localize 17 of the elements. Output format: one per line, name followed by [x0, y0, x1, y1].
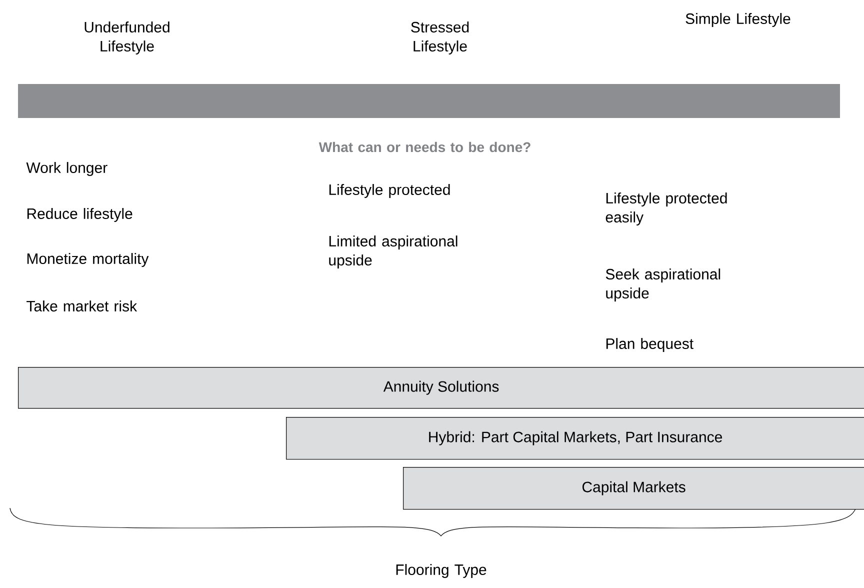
list-item: Limited aspirational upside — [329, 236, 458, 268]
column-heading: Underfunded Lifestyle — [84, 22, 170, 54]
list-item: Lifestyle protected easily — [606, 192, 727, 226]
list-item: Lifestyle protected — [329, 184, 450, 198]
question-heading: What can or needs to be done? — [318, 142, 530, 152]
column-heading: Simple Lifestyle — [686, 13, 790, 27]
bar-box: Capital Markets — [403, 467, 864, 510]
column-heading: Stressed Lifestyle — [411, 22, 469, 54]
bar-box: Annuity Solutions — [18, 367, 864, 409]
list-item: Take market risk — [26, 300, 138, 312]
bar-box: Hybrid: Part Capital Markets, Part Insurance — [286, 417, 864, 460]
list-item: Seek aspirational upside — [606, 268, 720, 302]
column-heading: Flooring Type — [396, 564, 486, 578]
list-item: Reduce lifestyle — [27, 208, 132, 222]
list-item: Monetize mortality — [27, 253, 149, 267]
list-item: Plan bequest — [606, 338, 694, 352]
list-item: Work longer — [26, 162, 108, 176]
